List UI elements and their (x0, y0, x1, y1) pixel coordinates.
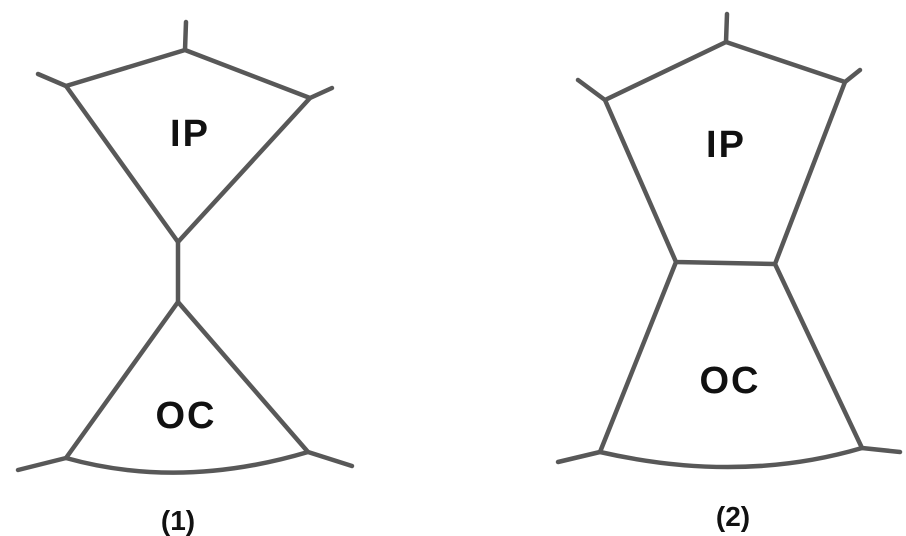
figure-2-upper-cell (602, 39, 848, 267)
figure-1-top-stem (182, 19, 189, 53)
figure-1-left-foot (15, 455, 69, 473)
figure-2-top-stem (723, 11, 730, 45)
figure-1-left-stem (35, 71, 69, 89)
figure-2-right-stem (842, 67, 863, 85)
figure-1-lower-cell (63, 299, 311, 475)
figure-1: IP OC (1) (15, 19, 355, 536)
figure-1-outline (15, 19, 355, 475)
figure-2-lower-label: OC (700, 360, 761, 402)
figure-1-right-stem (307, 85, 335, 101)
figure-2-lower-cell (597, 259, 865, 470)
figure-2-outline (555, 11, 903, 470)
figure-2-left-foot (555, 449, 603, 465)
figure-2-right-foot (859, 445, 903, 455)
figure-2-upper-label: IP (706, 124, 746, 166)
figure-2-left-stem (575, 77, 608, 103)
figure-1-right-foot (305, 449, 355, 469)
figure-2: IP OC (2) (555, 11, 903, 532)
figure-1-upper-label: IP (170, 113, 210, 155)
figure-2-caption: (2) (716, 501, 750, 532)
figure-1-caption: (1) (161, 505, 195, 536)
figure-1-lower-label: OC (156, 395, 217, 437)
